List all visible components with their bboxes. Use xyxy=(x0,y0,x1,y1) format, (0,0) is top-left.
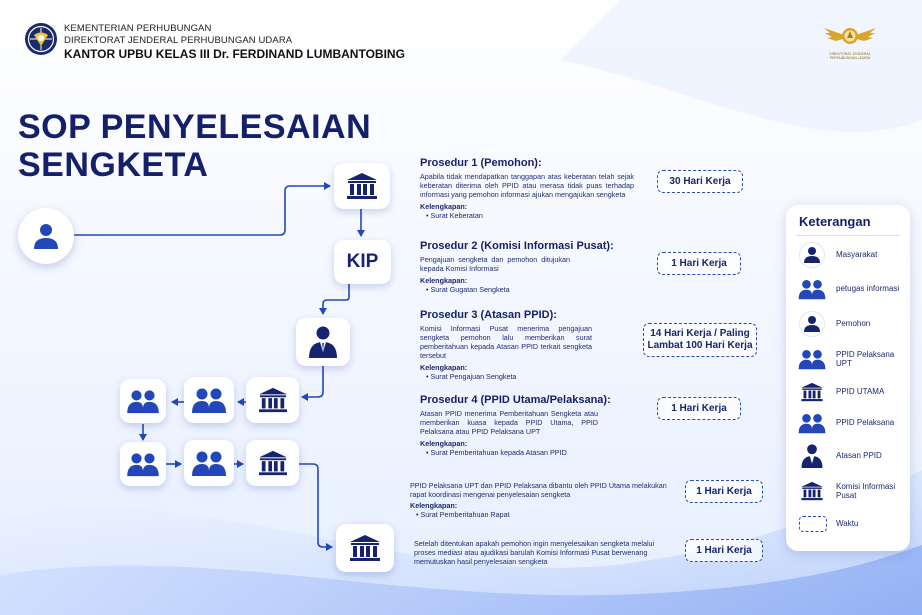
dashed-box-icon xyxy=(799,516,827,532)
node-ppid-pelaksana-upt-2 xyxy=(120,442,166,486)
node-ppid-pelaksana-upt-1 xyxy=(120,379,166,423)
procedure-kelengkapan-label: Kelengkapan: xyxy=(410,501,458,510)
node-komisi-informasi-pusat xyxy=(336,524,394,572)
time-badge-4: 1 Hari Kerja xyxy=(657,397,741,420)
ministry-logo-icon xyxy=(25,23,57,55)
legend-item-komisi-informasi-pusat: Komisi Informasi Pusat xyxy=(796,475,906,507)
page-title: SOP PENYELESAIAN SENGKETA xyxy=(18,108,371,184)
group-icon xyxy=(192,388,226,413)
procedure-body: Apabila tidak mendapatkan tanggapan atas… xyxy=(420,172,634,199)
title-line-1: SOP PENYELESAIAN xyxy=(18,108,372,146)
legend-label: PPID Pelaksana xyxy=(836,418,895,428)
group-icon xyxy=(798,279,826,300)
legend-item-ppid-utama: PPID UTAMA xyxy=(796,376,906,408)
procedure-5: PPID Pelaksana UPT dan PPID Pelaksana di… xyxy=(410,481,670,519)
legend-item-ppid-pelaksana-upt: PPID Pelaksana UPT xyxy=(796,343,906,375)
legend-item-atasan-ppid: Atasan PPID xyxy=(796,440,906,472)
procedure-3: Prosedur 3 (Atasan PPID): Komisi Informa… xyxy=(420,309,616,381)
legend-label: PPID Pelaksana UPT xyxy=(836,349,895,369)
node-kip: KIP xyxy=(334,240,391,284)
time-badge-6: 1 Hari Kerja xyxy=(685,539,763,562)
node-atasan-ppid xyxy=(296,318,350,366)
kip-label: KIP xyxy=(346,251,379,272)
official-icon xyxy=(309,326,337,358)
group-icon xyxy=(798,413,826,434)
building-icon xyxy=(350,535,380,561)
procedure-kelengkapan-label: Kelengkapan: xyxy=(420,439,468,448)
legend-label: Masyarakat xyxy=(836,250,878,260)
building-icon xyxy=(347,173,377,199)
legend-item-petugas-informasi: petugas informasi xyxy=(796,273,906,305)
procedure-item: Surat Pengajuan Sengketa xyxy=(420,372,616,381)
procedure-1: Prosedur 1 (Pemohon): Apabila tidak mend… xyxy=(420,157,634,220)
group-icon xyxy=(127,453,159,477)
building-icon xyxy=(801,481,823,501)
group-icon xyxy=(798,349,826,370)
time-badge-2: 1 Hari Kerja xyxy=(657,252,741,275)
official-icon xyxy=(801,444,823,468)
procedure-body: Setelah ditentukan apakah pemohon ingin … xyxy=(414,539,655,566)
directorate-emblem: DIREKTORAT JENDERAL PERHUBUNGAN UDARA xyxy=(822,22,878,60)
legend-item-masyarakat: Masyarakat xyxy=(796,239,906,271)
header-ministry: KEMENTERIAN PERHUBUNGAN xyxy=(64,23,212,34)
procedure-heading: Prosedur 4 (PPID Utama/Pelaksana): xyxy=(420,394,611,406)
procedure-heading: Prosedur 1 (Pemohon): xyxy=(420,157,542,169)
procedure-body: Komisi Informasi Pusat menerima pengajua… xyxy=(420,324,592,360)
procedure-item: Surat Gugatan Sengketa xyxy=(420,285,620,294)
procedure-item: Surat Pemberitahuan Rapat xyxy=(410,510,670,519)
procedure-item: Surat Pemberitahuan kepada Atasan PPID xyxy=(420,448,616,457)
person-icon xyxy=(799,311,825,337)
legend-item-pemohon: Pemohon xyxy=(796,308,906,340)
node-ppid-pelaksana-1 xyxy=(184,377,234,423)
legend-label: Waktu xyxy=(836,519,859,529)
legend-label: PPID UTAMA xyxy=(836,387,885,397)
procedure-heading: Prosedur 2 (Komisi Informasi Pusat): xyxy=(420,240,614,252)
procedure-body: Atasan PPID menerima Pemberitahuan Sengk… xyxy=(420,409,598,436)
legend-divider xyxy=(796,235,900,236)
legend-panel: Keterangan Masyarakat petugas informasi … xyxy=(786,205,910,551)
procedure-kelengkapan-label: Kelengkapan: xyxy=(420,276,468,285)
header-text: KEMENTERIAN PERHUBUNGAN DIREKTORAT JENDE… xyxy=(64,23,405,60)
time-badge-3: 14 Hari Kerja / Paling Lambat 100 Hari K… xyxy=(643,323,757,357)
procedure-4: Prosedur 4 (PPID Utama/Pelaksana): Atasa… xyxy=(420,394,616,457)
person-icon xyxy=(799,242,825,268)
node-ppid-utama-1 xyxy=(246,377,299,423)
time-badge-5: 1 Hari Kerja xyxy=(685,480,763,503)
procedure-2: Prosedur 2 (Komisi Informasi Pusat): Pen… xyxy=(420,240,620,294)
building-icon xyxy=(258,387,287,413)
building-icon xyxy=(258,450,287,476)
group-icon xyxy=(192,451,226,476)
procedure-kelengkapan-label: Kelengkapan: xyxy=(420,202,468,211)
legend-item-waktu: Waktu xyxy=(796,508,906,540)
header-directorate: DIREKTORAT JENDERAL PERHUBUNGAN UDARA xyxy=(64,35,293,46)
legend-item-ppid-pelaksana: PPID Pelaksana xyxy=(796,407,906,439)
procedure-6: Setelah ditentukan apakah pemohon ingin … xyxy=(414,539,676,566)
time-badge-1: 30 Hari Kerja xyxy=(657,170,743,193)
group-icon xyxy=(127,390,159,414)
legend-label: Komisi Informasi Pusat xyxy=(836,481,896,501)
node-ppid-receiver xyxy=(334,163,390,209)
legend-label: petugas informasi xyxy=(836,284,900,294)
header-office: KANTOR UPBU KELAS III Dr. FERDINAND LUMB… xyxy=(64,47,405,61)
wings-emblem-icon xyxy=(824,28,876,44)
legend-label: Pemohon xyxy=(836,319,871,329)
node-masyarakat xyxy=(18,208,74,264)
procedure-body: PPID Pelaksana UPT dan PPID Pelaksana di… xyxy=(410,481,667,499)
node-ppid-pelaksana-2 xyxy=(184,440,234,486)
procedure-item: Surat Keberatan xyxy=(420,211,634,220)
procedure-body: Pengajuan sengketa dan pemohon ditujukan… xyxy=(420,255,570,273)
title-line-2: SENGKETA xyxy=(18,146,209,184)
person-icon xyxy=(34,224,58,249)
procedure-kelengkapan-label: Kelengkapan: xyxy=(420,363,468,372)
emblem-caption: DIREKTORAT JENDERAL PERHUBUNGAN UDARA xyxy=(829,52,871,60)
procedure-heading: Prosedur 3 (Atasan PPID): xyxy=(420,309,557,321)
legend-label: Atasan PPID xyxy=(836,451,882,461)
building-icon xyxy=(801,382,823,402)
legend-title: Keterangan xyxy=(799,214,871,229)
node-ppid-utama-2 xyxy=(246,440,299,486)
